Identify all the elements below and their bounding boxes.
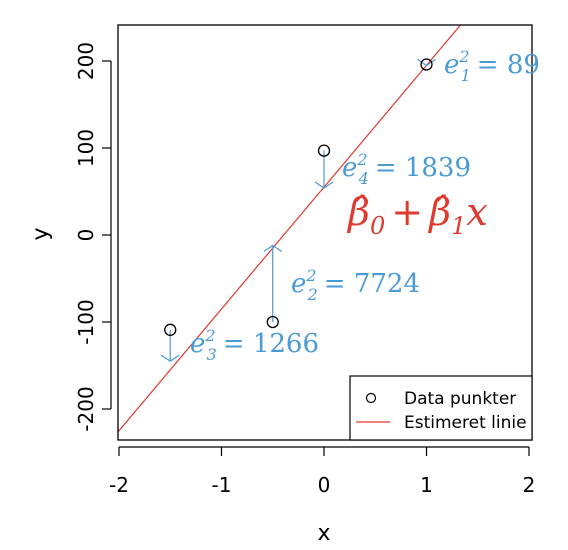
equation-label: β̂0+β̂1x <box>346 190 488 240</box>
plot-area <box>118 25 462 433</box>
data-point <box>317 144 331 157</box>
residual-arrow <box>314 150 334 189</box>
y-tick-label: 200 <box>74 42 98 80</box>
x-tick-label: -1 <box>212 473 232 497</box>
x-tick-label: 0 <box>318 473 331 497</box>
y-tick-label: 0 <box>74 229 98 242</box>
x-tick-label: 2 <box>523 473 536 497</box>
y-tick-label: -200 <box>74 386 98 431</box>
data-point <box>420 58 433 71</box>
y-tick-label: 100 <box>74 129 98 167</box>
data-point <box>164 323 177 336</box>
y-axis-title: y <box>29 227 54 240</box>
residual-arrow <box>417 58 436 67</box>
legend-label: Data punkter <box>404 389 516 409</box>
legend-marker-circle <box>365 392 377 404</box>
y-tick-label: -100 <box>74 299 98 344</box>
plot-frame <box>117 24 533 441</box>
axes: -2 -1 0 1 2 -200 -100 0 100 200 x y <box>29 42 536 546</box>
residual-arrow <box>160 329 180 362</box>
x-axis-title: x <box>317 521 330 546</box>
x-tick-label: -2 <box>109 473 129 497</box>
x-tick-label: 1 <box>420 473 433 497</box>
residual-arrow <box>263 244 283 322</box>
legend-label: Estimeret linie <box>404 413 527 433</box>
data-point <box>266 315 279 329</box>
